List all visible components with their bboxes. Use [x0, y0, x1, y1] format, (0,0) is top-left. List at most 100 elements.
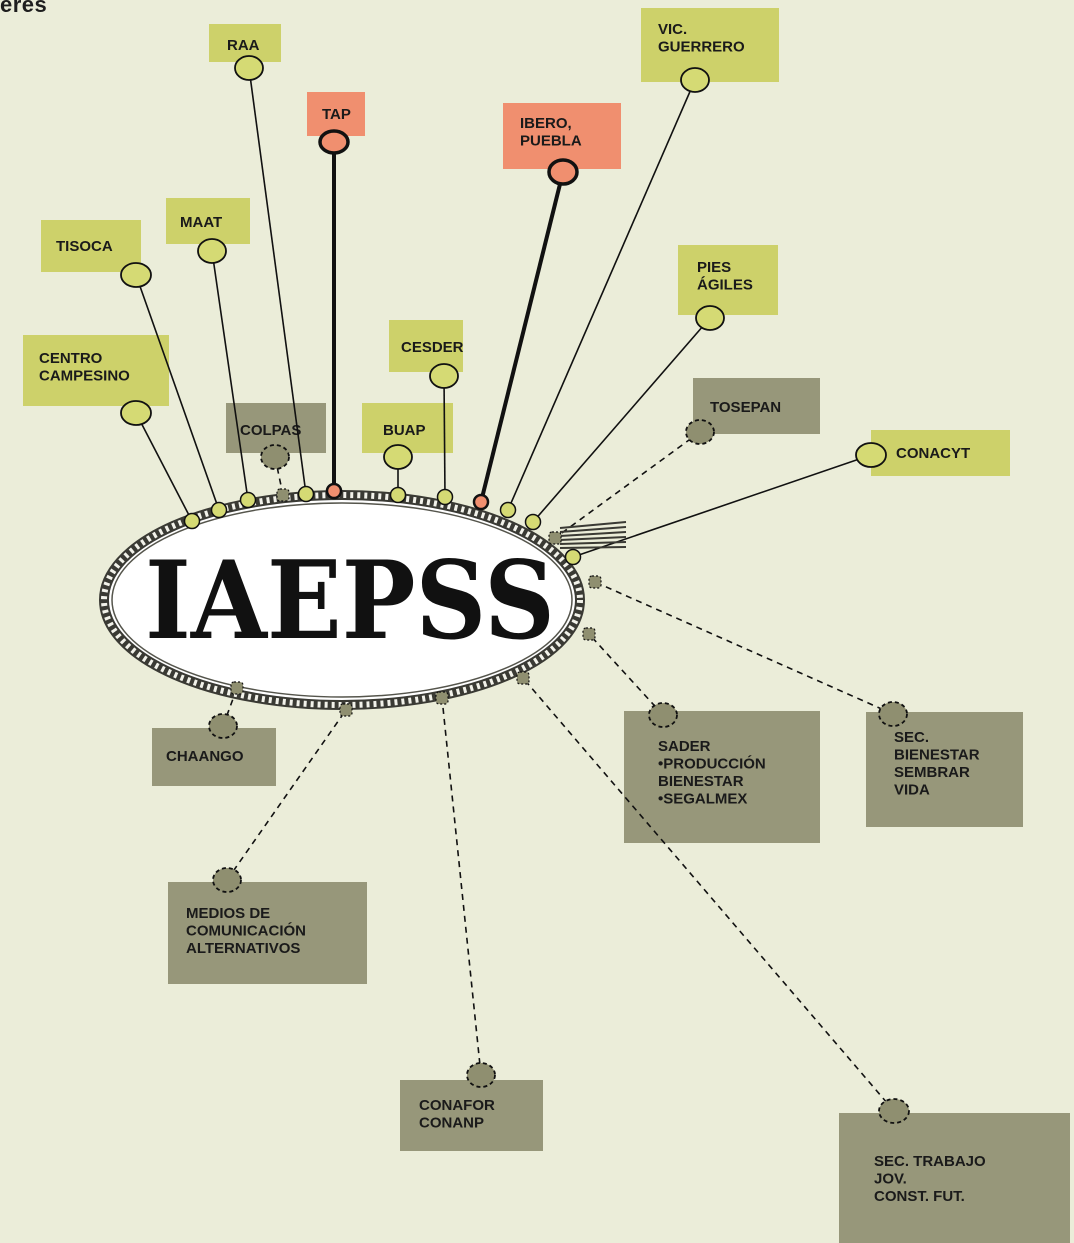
node-circle-buap: [383, 444, 413, 470]
rope-twist: [101, 492, 583, 708]
node-label-line: CONAFOR: [419, 1097, 495, 1114]
node-circle-conafor: [466, 1062, 496, 1088]
node-label-tosepan: TOSEPAN: [710, 399, 781, 416]
node-label-line: SEC.: [894, 729, 929, 746]
node-label-line: ALTERNATIVOS: [186, 940, 300, 957]
node-label-line: COLPAS: [240, 422, 301, 439]
node-circle-conacyt: [855, 442, 887, 468]
node-label-line: BIENESTAR: [658, 773, 744, 790]
connector-raa: [248, 67, 307, 495]
node-label-ibero-puebla: IBERO,PUEBLA: [520, 115, 582, 150]
attach-dot-centro-campesino: [183, 512, 201, 530]
node-label-line: SEC. TRABAJO: [874, 1153, 986, 1170]
node-label-line: CHAANGO: [166, 748, 244, 765]
connector-maat: [211, 250, 249, 501]
node-circle-centro-campesino: [120, 400, 152, 426]
node-label-line: PUEBLA: [520, 133, 582, 150]
attach-dot-chaango: [230, 681, 244, 695]
node-circle-maat: [197, 238, 227, 264]
attach-dot-conafor: [435, 691, 449, 705]
node-label-line: TAP: [322, 106, 351, 123]
connector-sec-trabajo: [522, 677, 895, 1112]
node-label-line: •PRODUCCIÓN: [658, 755, 766, 773]
node-label-buap: BUAP: [383, 422, 426, 439]
node-box-buap: BUAP: [362, 403, 453, 453]
node-circle-chaango: [208, 713, 238, 739]
attach-dot-cesder: [436, 488, 454, 506]
boxes-layer: RAA TAP VIC.GUERRERO IBERO,PUEBLA TISOCA MAAT…: [23, 8, 1070, 1243]
node-label-line: CONACYT: [896, 445, 970, 462]
node-circle-tap: [318, 129, 350, 155]
node-label-line: JOV.: [874, 1171, 907, 1188]
connector-tosepan: [554, 431, 701, 539]
node-label-line: BUAP: [383, 422, 426, 439]
attach-dot-ibero-puebla: [472, 493, 490, 511]
node-label-line: ÁGILES: [697, 277, 753, 294]
node-box-tisoca: TISOCA: [41, 220, 141, 272]
node-circle-tosepan: [685, 419, 715, 445]
node-label-line: MAAT: [180, 214, 222, 231]
hub-rope-ring: IAEPSS: [99, 490, 627, 710]
hub-background: [108, 499, 576, 701]
attach-dot-maat: [239, 491, 257, 509]
node-circle-sec-bienestar: [878, 701, 908, 727]
connector-conacyt: [572, 454, 872, 558]
node-label-vic-guerrero: VIC.GUERRERO: [658, 21, 745, 56]
node-circle-medios: [212, 867, 242, 893]
attach-dot-conacyt: [564, 548, 582, 566]
attach-dot-vic-guerrero: [499, 501, 517, 519]
node-box-vic-guerrero: VIC.GUERRERO: [641, 8, 779, 82]
attach-dot-raa: [297, 485, 315, 503]
node-box-chaango: CHAANGO: [152, 728, 276, 786]
node-circle-ibero-puebla: [547, 158, 579, 186]
node-label-line: SADER: [658, 738, 711, 755]
node-box-maat: MAAT: [166, 198, 250, 244]
node-box-ibero-puebla: IBERO,PUEBLA: [503, 103, 621, 169]
node-label-line: CESDER: [401, 339, 464, 356]
connector-centro-campesino: [135, 412, 193, 522]
node-circle-cesder: [429, 363, 459, 389]
node-label-tisoca: TISOCA: [56, 238, 113, 255]
node-label-line: COMUNICACIÓN: [186, 922, 306, 940]
attach-dot-buap: [389, 486, 407, 504]
node-label-colpas: COLPAS: [240, 422, 301, 439]
attach-dot-tisoca: [210, 501, 228, 519]
node-box-cesder: CESDER: [389, 320, 464, 372]
node-label-line: CONANP: [419, 1115, 484, 1132]
node-box-raa: RAA: [209, 24, 281, 62]
connector-pies-agiles: [532, 317, 711, 523]
node-circle-tisoca: [120, 262, 152, 288]
node-circle-sec-trabajo: [878, 1098, 910, 1124]
node-label-line: CAMPESINO: [39, 368, 130, 385]
connector-sader: [588, 633, 664, 716]
connector-ibero-puebla: [479, 171, 565, 503]
connectors-layer: [135, 67, 895, 1112]
node-label-line: TOSEPAN: [710, 399, 781, 416]
node-label-line: IBERO,: [520, 115, 572, 132]
node-label-line: PIES: [697, 259, 731, 276]
attach-dot-medios: [339, 703, 353, 717]
attach-dot-sec-bienestar: [588, 575, 602, 589]
node-label-line: MEDIOS DE: [186, 905, 270, 922]
connector-vic-guerrero: [507, 79, 696, 511]
node-label-line: TISOCA: [56, 238, 113, 255]
connector-conafor: [441, 697, 482, 1076]
node-label-line: SEMBRAR: [894, 764, 970, 781]
node-label-line: GUERRERO: [658, 39, 745, 56]
node-circle-raa: [234, 55, 264, 81]
